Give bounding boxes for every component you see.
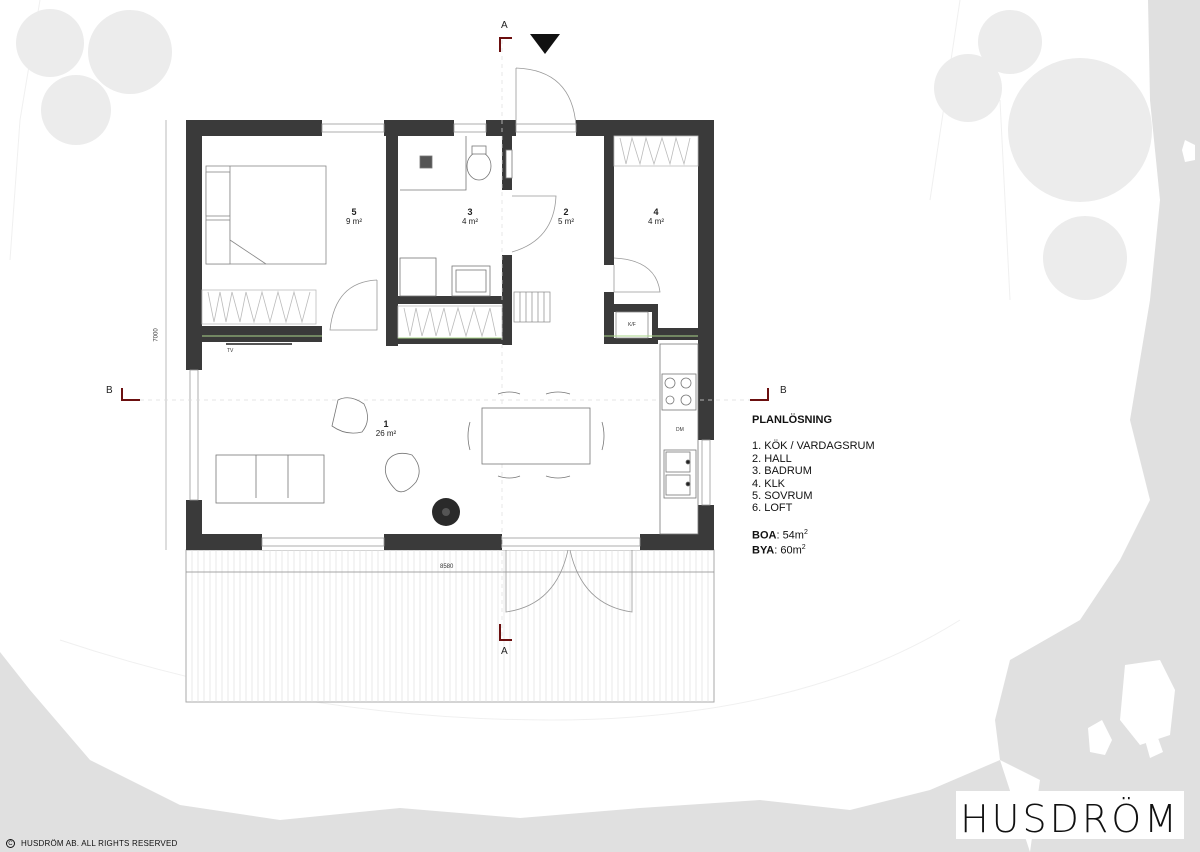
section-marker-b-left: B <box>106 385 113 396</box>
boa-row: BOA: 54m2 <box>752 528 808 542</box>
fridge-label: K/F <box>628 322 636 328</box>
section-marker-a-bottom: A <box>501 646 508 657</box>
husdrom-logo: HUSDRÖM <box>956 791 1184 839</box>
legend: PLANLÖSNING 1. KÖK / VARDAGSRUM 2. HALL … <box>752 414 875 557</box>
tv-label: TV <box>227 348 234 354</box>
living-furniture <box>215 391 605 504</box>
legend-item: 1. KÖK / VARDAGSRUM <box>752 440 875 453</box>
legend-item: 4. KLK <box>752 477 786 490</box>
deck <box>185 548 715 703</box>
legend-item: 5. SOVRUM <box>752 490 813 503</box>
copyright: C HUSDRÖM AB. ALL RIGHTS RESERVED <box>6 839 178 849</box>
room-label-1: 1 26 m² <box>375 419 397 439</box>
bathroom-fixtures <box>399 136 513 297</box>
legend-title: PLANLÖSNING <box>752 414 833 426</box>
room-label-5: 5 9 m² <box>346 207 362 227</box>
copyright-text: HUSDRÖM AB. ALL RIGHTS RESERVED <box>21 839 178 848</box>
room-label-2: 2 5 m² <box>558 207 574 227</box>
walls <box>186 120 714 550</box>
legend-item: 3. BADRUM <box>752 465 812 478</box>
room-label-4: 4 4 m² <box>648 207 664 227</box>
bya-row: BYA: 60m2 <box>752 543 806 557</box>
dishwasher-label: DM <box>676 427 684 433</box>
dimension-width: 8580 <box>440 564 454 570</box>
legend-areas: BOA: 54m2 BYA: 60m2 <box>752 527 875 557</box>
section-marker-a-top: A <box>501 20 508 31</box>
terrain-bottom <box>0 652 1030 852</box>
section-marker-b-right: B <box>780 385 787 396</box>
copyright-icon: C <box>6 839 15 849</box>
terrain-right <box>995 0 1200 852</box>
logo-text: HUSDRÖM <box>960 797 1180 841</box>
trees-right <box>934 10 1152 300</box>
bed <box>205 165 327 265</box>
legend-item: 2. HALL <box>752 452 792 465</box>
room-label-3: 3 4 m² <box>462 207 478 227</box>
dimension-depth: 7000 <box>153 328 160 342</box>
legend-item: 6. LOFT <box>752 502 793 515</box>
kitchen <box>659 343 699 535</box>
trees-top-left <box>16 9 172 145</box>
